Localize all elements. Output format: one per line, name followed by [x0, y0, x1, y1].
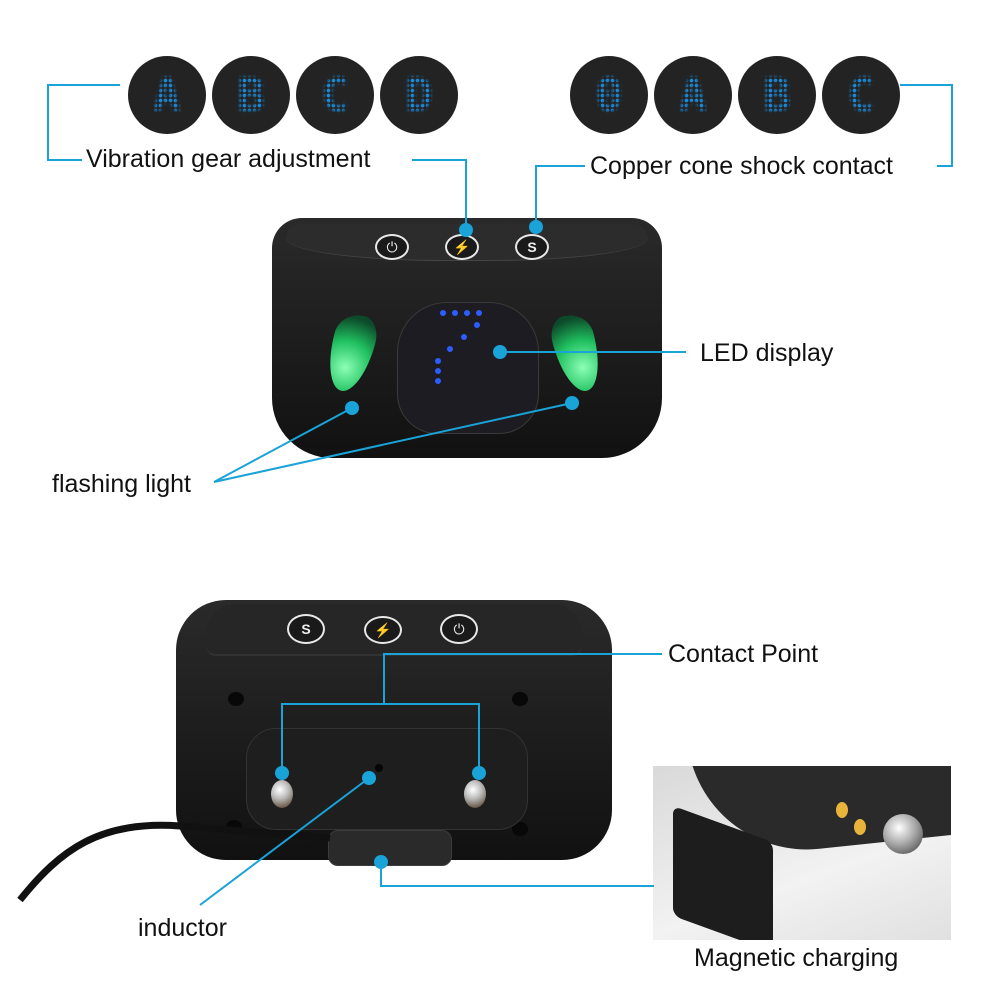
label-led-display: LED display [700, 339, 834, 367]
back-power-button: ⏻ [440, 614, 478, 644]
front-mode-button: S [515, 234, 549, 260]
label-contact-point: Contact Point [668, 640, 819, 668]
collar-receiver-back: S ⚡ ⏻ [176, 600, 612, 866]
contact-point-left [271, 780, 293, 808]
front-power-button: ⏻ [375, 234, 409, 260]
badge-shock-0: 0 [570, 56, 648, 134]
label-inductor: inductor [138, 914, 227, 942]
badge-gear-d: D [380, 56, 458, 134]
screw-hole-br [512, 822, 528, 836]
back-mode-button: S [287, 614, 325, 644]
badge-gear-a: A [128, 56, 206, 134]
badge-gear-c: C [296, 56, 374, 134]
label-vibration-gear: Vibration gear adjustment [86, 145, 371, 173]
label-copper-cone: Copper cone shock contact [590, 152, 893, 180]
contact-point-right [464, 780, 486, 808]
badge-gear-b: B [212, 56, 290, 134]
magnetic-charging-photo [653, 766, 951, 940]
badge-shock-a: A [654, 56, 732, 134]
screw-hole-tl [228, 692, 244, 706]
led-display-panel [397, 302, 539, 434]
inductor-hole [375, 764, 383, 772]
inset-pin-b [854, 819, 866, 835]
led-dots-icon [435, 310, 482, 384]
collar-receiver-front: ⏻ ⚡ S [272, 218, 662, 458]
badge-shock-c: C [822, 56, 900, 134]
inset-pin-a [836, 802, 848, 818]
badge-shock-b: B [738, 56, 816, 134]
front-shock-button: ⚡ [445, 234, 479, 260]
label-flashing-light: flashing light [52, 470, 191, 498]
label-magnetic-charging: Magnetic charging [694, 944, 899, 972]
back-shock-button: ⚡ [364, 616, 402, 644]
charging-plug [328, 830, 452, 866]
inset-contact-ball [883, 814, 923, 854]
screw-hole-tr [512, 692, 528, 706]
